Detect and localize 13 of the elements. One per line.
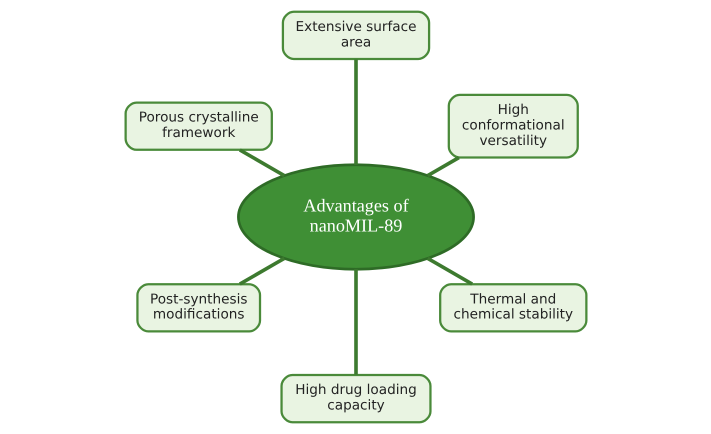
node-box: Extensive surface area xyxy=(281,10,430,60)
connector xyxy=(354,59,358,165)
node-box: High drug loading capacity xyxy=(280,374,432,424)
connector xyxy=(354,269,358,375)
node-box: High conformational versatility xyxy=(447,94,578,159)
node-box: Thermal and chemical stability xyxy=(438,283,587,333)
connector xyxy=(238,256,285,286)
connector xyxy=(238,148,285,178)
connector xyxy=(426,256,473,286)
connector xyxy=(426,156,460,178)
node-ellipse: Advantages of nanoMIL-89 xyxy=(236,163,474,271)
node-box: Post-synthesis modifications xyxy=(136,283,261,333)
node-box: Porous crystalline framework xyxy=(124,101,272,151)
